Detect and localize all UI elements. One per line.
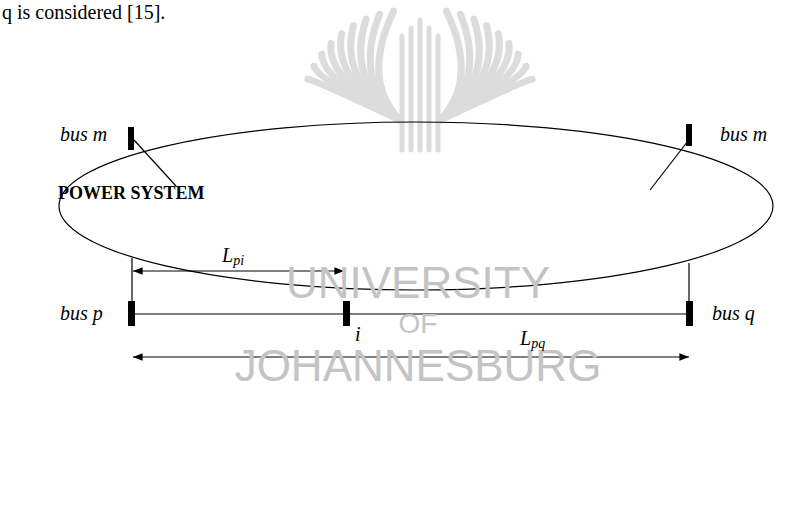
bus-label: bus p [60, 303, 103, 323]
tie-line [131, 258, 132, 301]
watermark-text: UNIVERSITY [286, 261, 550, 305]
watermark-text: JOHANNESBURG [235, 344, 602, 388]
logo-feather [440, 79, 532, 120]
dimension-subscript: pq [531, 337, 545, 351]
watermark-logo [308, 11, 532, 150]
logo-feather [436, 36, 441, 150]
dimension-label: L [222, 245, 233, 265]
dimension-subscript: pi [233, 254, 244, 268]
watermark-text: OF [399, 310, 438, 338]
bus-bar [686, 301, 693, 326]
bus-label: bus m [60, 124, 107, 144]
tie-line [688, 263, 689, 301]
logo-feather [400, 36, 405, 150]
feeder-line [134, 140, 176, 186]
feeder-line [650, 141, 688, 190]
bus-bar [128, 127, 134, 150]
logo-feather [409, 28, 414, 150]
bus-label: bus m [720, 124, 767, 144]
body-text: q is considered [15]. [2, 2, 165, 22]
logo-feather [418, 20, 423, 150]
logo-feather [308, 79, 400, 120]
bus-label: bus q [712, 303, 755, 323]
bus-label: i [355, 324, 361, 344]
dimension-label: L [520, 328, 531, 348]
logo-feather [427, 28, 432, 150]
system-label: POWER SYSTEM [58, 183, 205, 204]
bus-bar [128, 301, 135, 326]
